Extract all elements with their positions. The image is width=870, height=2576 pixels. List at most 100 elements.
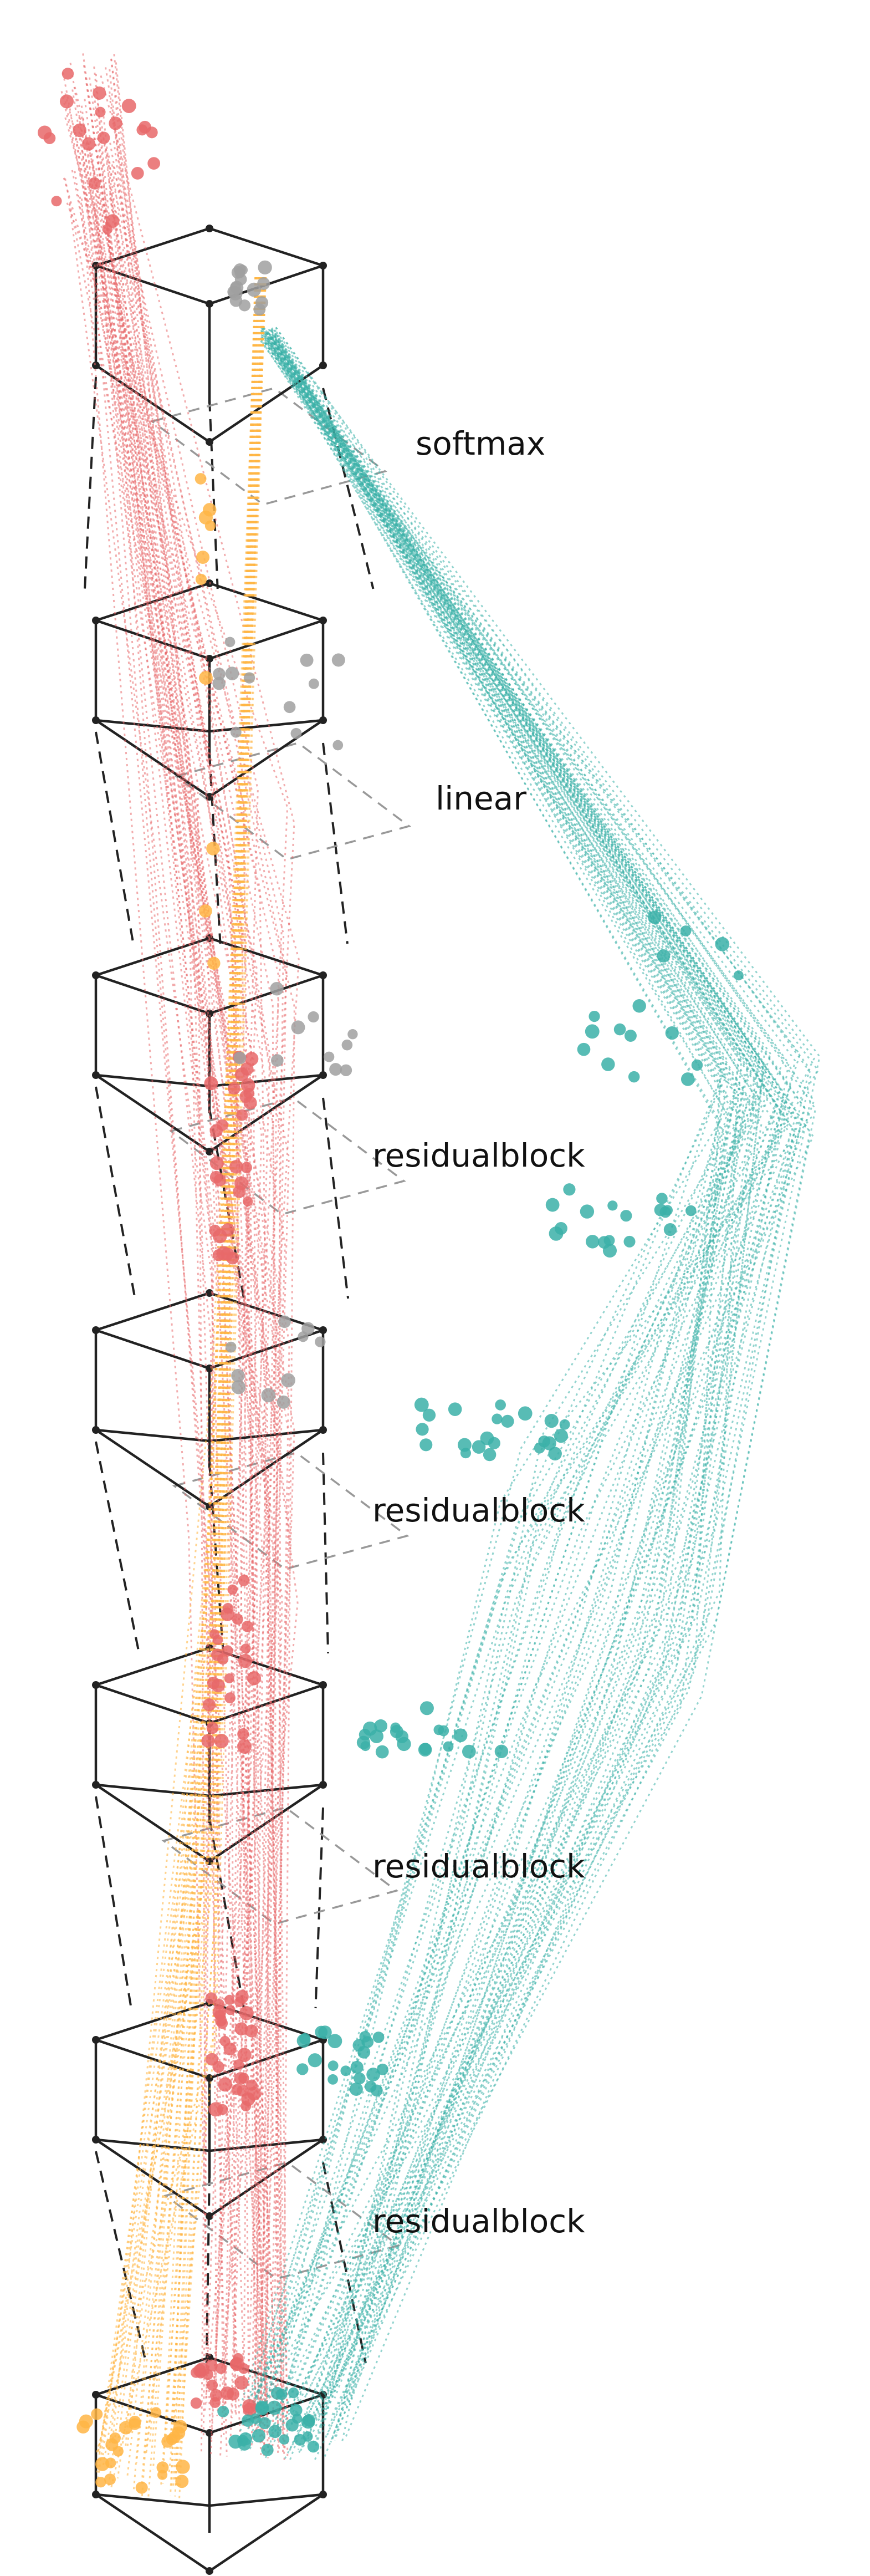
- point-teal: [628, 1071, 640, 1083]
- cube-edge: [208, 2493, 324, 2572]
- point-red: [105, 214, 120, 228]
- point-red: [239, 2005, 254, 2020]
- connector-dashed: [322, 2162, 367, 2364]
- cube-vertex: [206, 2567, 213, 2575]
- point-red: [233, 1185, 246, 1198]
- point-teal: [438, 1725, 449, 1737]
- trace-teal: [274, 329, 806, 2427]
- point-red: [234, 2376, 249, 2390]
- trace-red: [95, 74, 241, 2435]
- point-teal: [302, 2431, 313, 2442]
- cube-edge: [95, 2356, 210, 2396]
- point-teal: [375, 1745, 389, 1759]
- point-red: [202, 1698, 216, 1712]
- cube-edge: [95, 1784, 211, 1862]
- trace-teal: [274, 335, 722, 2440]
- connector-dashed: [322, 1452, 330, 1654]
- cube-vertex: [92, 2491, 100, 2498]
- point-teal: [472, 1440, 486, 1454]
- trace-teal: [269, 329, 743, 2438]
- point-neutral: [261, 1388, 276, 1403]
- trace-red: [68, 203, 245, 2404]
- point-red: [214, 2009, 226, 2021]
- trace-red: [102, 110, 267, 2397]
- point-red: [243, 1087, 255, 1099]
- point-teal: [620, 1210, 632, 1222]
- trace-teal: [270, 329, 815, 2444]
- point-red: [136, 124, 148, 136]
- point-red: [238, 1575, 250, 1586]
- cube-edge: [208, 719, 324, 798]
- cube-vertex: [92, 971, 100, 979]
- point-orange: [176, 2460, 190, 2474]
- trace-teal: [275, 327, 817, 2453]
- point-orange: [195, 573, 207, 586]
- point-teal: [308, 2053, 322, 2068]
- point-red: [247, 1671, 262, 1686]
- point-teal: [580, 1204, 595, 1219]
- point-orange: [204, 520, 216, 531]
- cube-vertex: [206, 655, 213, 663]
- cube-vertex: [92, 1071, 100, 1079]
- point-teal: [252, 2429, 266, 2443]
- point-neutral: [224, 637, 236, 648]
- point-neutral: [278, 1315, 291, 1328]
- trace-teal: [264, 336, 816, 2407]
- point-neutral: [308, 1011, 319, 1023]
- layer-labels: softmax linear residualblock residualblo…: [372, 425, 585, 2240]
- point-neutral: [281, 1373, 295, 1388]
- point-teal: [656, 1193, 668, 1204]
- point-teal: [501, 1414, 514, 1428]
- point-red: [209, 1156, 224, 1170]
- point-teal: [685, 1205, 697, 1216]
- cube-vertex: [92, 2136, 100, 2144]
- cube-edge: [209, 227, 324, 267]
- point-teal: [680, 1072, 695, 1086]
- point-red: [147, 157, 161, 170]
- point-red: [93, 86, 106, 100]
- point-teal: [359, 2031, 371, 2043]
- cube-edge: [95, 2038, 210, 2080]
- cube-edge: [209, 1683, 324, 1725]
- trace-teal: [260, 330, 741, 2450]
- cube-vertex: [319, 1426, 327, 1434]
- point-teal: [448, 1402, 462, 1416]
- trace-teal: [265, 330, 785, 2440]
- point-red: [218, 2077, 232, 2092]
- point-teal: [350, 2060, 364, 2074]
- point-teal: [327, 2060, 339, 2071]
- point-teal: [354, 2072, 366, 2085]
- trace-teal: [246, 333, 759, 2402]
- trace-orange: [111, 277, 265, 2443]
- trace-teal: [239, 339, 758, 2433]
- point-neutral: [270, 1054, 284, 1067]
- point-red: [207, 1677, 220, 1689]
- trace-red: [94, 207, 218, 2405]
- cube-vertex: [92, 716, 100, 724]
- point-red: [225, 2005, 236, 2015]
- trace-teal: [264, 330, 793, 2453]
- cube-edge: [209, 936, 324, 977]
- trace-red: [111, 164, 290, 2434]
- point-teal: [492, 1413, 503, 1424]
- point-orange: [196, 551, 210, 564]
- cube-vertex: [92, 1326, 100, 1334]
- point-neutral: [231, 1368, 245, 1383]
- point-red: [212, 2061, 224, 2073]
- point-red: [237, 1739, 252, 1754]
- point-red: [243, 1096, 257, 1110]
- trace-teal: [265, 332, 760, 2424]
- point-teal: [538, 1435, 550, 1448]
- point-neutral: [212, 676, 226, 690]
- trace-teal: [276, 334, 749, 2443]
- trace-red: [108, 94, 262, 2425]
- point-red: [224, 1673, 234, 1684]
- layer-label-softmax: softmax: [416, 425, 545, 462]
- cube-vertex: [319, 971, 327, 979]
- point-red: [201, 1734, 215, 1748]
- point-red: [224, 1994, 235, 2005]
- trace-teal: [264, 337, 756, 2460]
- trace-teal: [271, 333, 783, 2460]
- trace-red: [95, 203, 211, 2456]
- hidden-projection: [150, 387, 387, 506]
